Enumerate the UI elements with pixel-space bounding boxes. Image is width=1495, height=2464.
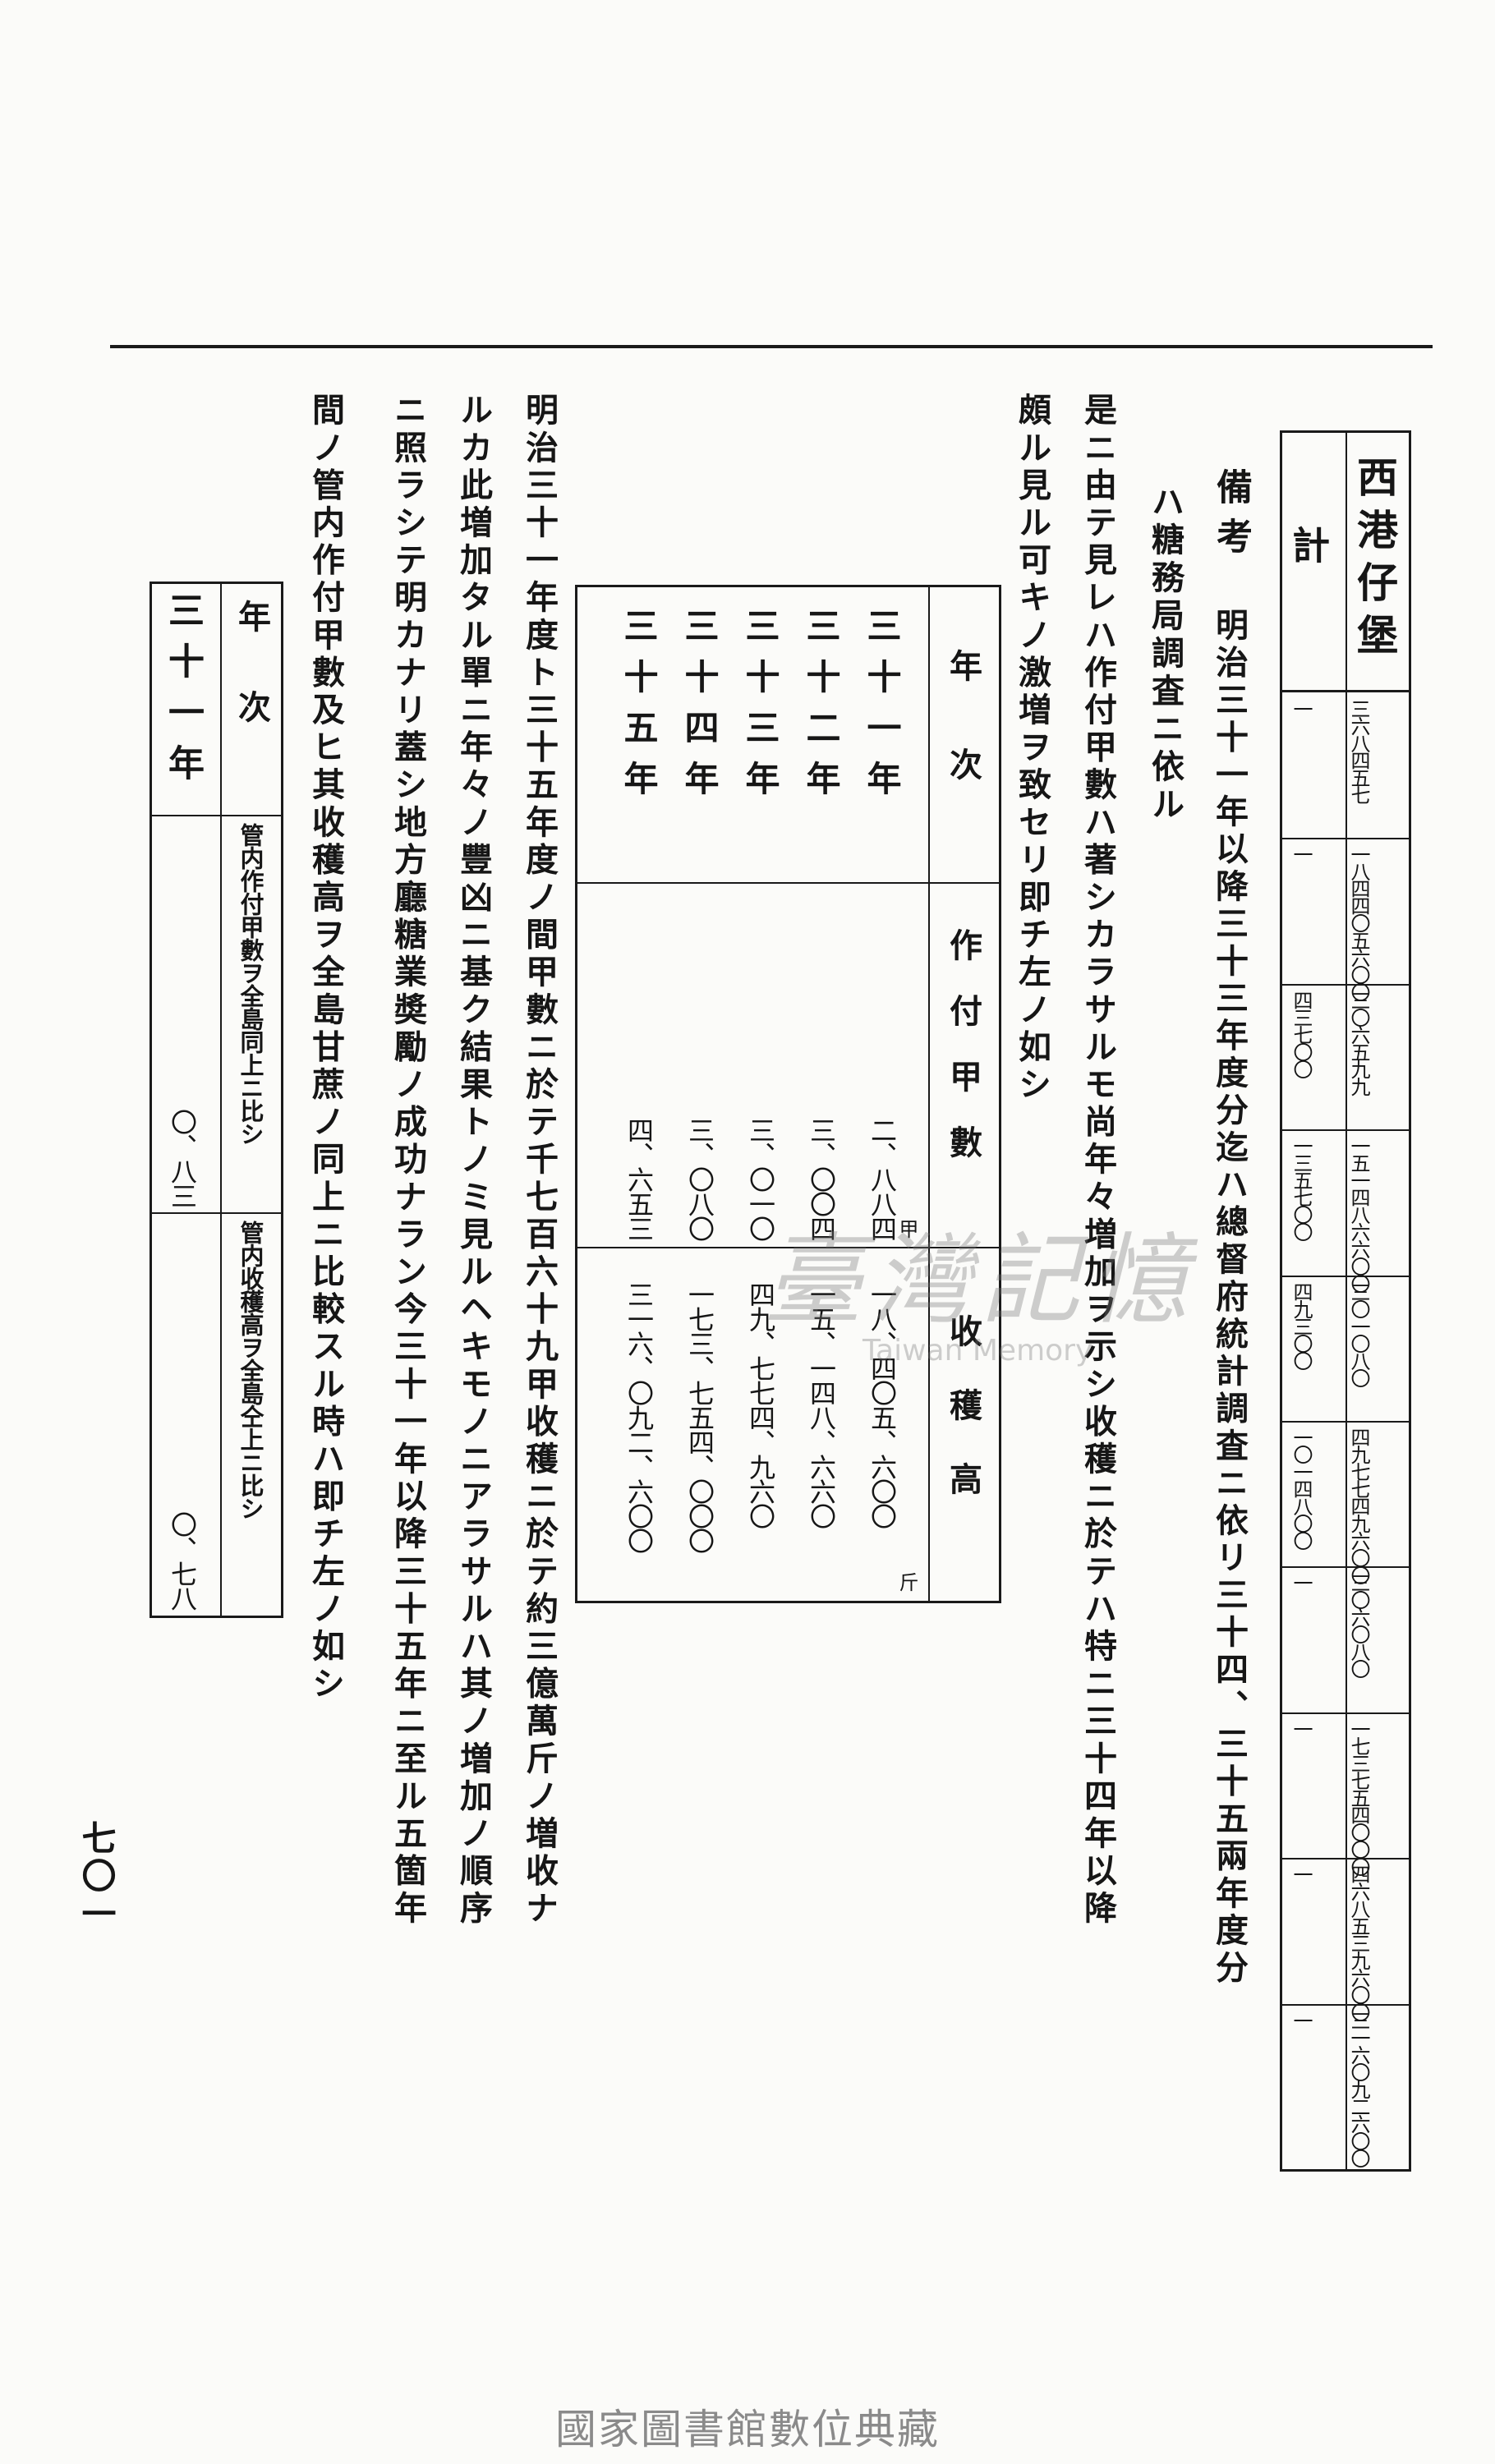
harvest-table-header-col-sep [928,585,930,1603]
top-table-row-sep [1280,1712,1411,1714]
top-table-cell-location: 一七三七五四〇〇〇 [1347,1719,1370,1874]
harvest-table-harvest: 一七三、七五四、〇〇〇 [684,1281,715,1552]
top-table-outer-right [1409,430,1411,2172]
top-table-cell-location: 三〇六五九九 [1347,991,1370,1094]
harvest-table-unit-weight: 斤 [895,1572,918,1592]
top-table-row-sep [1280,1129,1411,1131]
top-table-col-sep [1346,430,1347,2172]
ratio-table-year: 三十一年 [162,591,204,795]
top-table-row-sep [1280,1276,1411,1277]
top-table-row-sep [1280,2004,1411,2006]
paragraph-2-line: 明治三十一年度ト三十五年度ノ間甲數ニ於テ千七百六十九甲收穫ニ於テ約三億萬斤ノ増收… [520,393,559,1928]
top-table-cell-location: 三六八四五七 [1347,699,1370,802]
harvest-table-band-sep-1 [575,882,1001,884]
harvest-table-harvest: 四九、七七四、九六〇 [745,1281,776,1528]
top-table-cell-total: 一三五七〇〇 [1290,1136,1313,1239]
harvest-table-area: 三、〇八〇 [684,1117,715,1240]
top-table-cell-total: 一 [1290,2011,1313,2028]
top-table-row-sep [1280,984,1411,986]
top-table-cell-location: 四九七七四九六〇〇 [1347,1427,1370,1583]
harvest-table-area: 二、八八四 [867,1117,898,1240]
ratio-table-bottom [150,1616,283,1618]
footer-text: 國家圖書館數位典藏 [555,2406,940,2453]
remarks-label: 備考 [1210,468,1252,567]
harvest-table-area: 三、〇〇四 [806,1117,837,1240]
ratio-table-header-col-sep [220,582,222,1618]
harvest-table-header-harvest: 收穫高 [944,1314,982,1536]
page-number: 七〇一 [76,1820,117,1933]
harvest-table-unit-area: 甲 [895,1219,918,1239]
harvest-table-year: 三十一年 [862,608,902,811]
top-table-row-sep [1280,838,1411,839]
top-page-rule [110,345,1433,348]
harvest-table-harvest: 一五、一四八、六六〇 [806,1281,837,1528]
top-table-cell-total: 四三七〇〇 [1290,991,1313,1077]
ratio-table-header-area: 管内作付甲數ヲ全島同上ニ比シ [237,823,264,1145]
watermark-main-text: 臺灣記憶 [764,1224,1198,1338]
top-table-cell-total: 一 [1290,1864,1313,1882]
harvest-table-left [575,585,577,1603]
top-table-cell-total: 四九三〇〇 [1290,1282,1313,1368]
harvest-table-top [575,585,1001,587]
top-table-outer-left [1280,430,1282,2172]
ratio-table-header-year: 年次 [232,600,271,780]
remarks-text-2: ハ糖務局調査ニ依ル [1146,485,1184,825]
top-table-cell-total: 一 [1290,1719,1313,1736]
top-table-cell-total: 一 [1290,844,1313,862]
remarks-text-1: 明治三十一年以降三十三年度分迄ハ總督府統計調査ニ依リ三十四、三十五兩年度分 [1210,608,1249,1988]
top-table-cell-total: 一〇一四八〇〇 [1290,1427,1313,1548]
top-table-row-sep [1280,1858,1411,1859]
top-table-cell-location: 三一六〇九二六〇〇 [1347,2011,1370,2166]
paragraph-2-line: ニ照ラシテ明カナリ蓋シ地方廳糖業奬勵ノ成功ナラン今三十一年以降三十五年ニ至ル五箇… [389,393,427,1928]
top-table-cell-location: 三〇六〇八〇 [1347,1573,1370,1676]
harvest-table-year: 三十三年 [740,608,780,811]
watermark-logo: 臺灣記憶 Taiwan Memory [764,1232,1290,1388]
top-table-row-sep [1280,1421,1411,1423]
harvest-table-header-area: 作付甲數 [944,928,982,1191]
top-table-cell-location: 三〇一〇八〇 [1347,1282,1370,1386]
harvest-table-harvest: 三一六、〇九二、六〇〇 [623,1281,655,1552]
harvest-table-area: 四、六五三 [623,1117,655,1240]
ratio-table-top [150,582,283,584]
harvest-table-right [999,585,1001,1603]
top-table-row-sep [1280,1566,1411,1568]
ratio-table-row-sep-2 [150,1212,283,1214]
top-table-cell-total: 一 [1290,1573,1313,1590]
harvest-table-harvest: 一八、四〇五、六〇〇 [867,1281,898,1528]
harvest-table-area: 三、〇一〇 [745,1117,776,1240]
harvest-table-band-sep-2 [575,1247,1001,1248]
top-table-cell-total: 一 [1290,699,1313,716]
ratio-table-harvest-value: 〇、七八 [167,1511,198,1610]
paragraph-2-line: ルカ此増加タル單ニ年々ノ豐凶ニ基ク結果トノミ見ルヘキモノニアラサルハ其ノ増加ノ順… [454,393,493,1928]
top-table-cell-location: 一八四四〇五六〇〇 [1347,844,1370,1000]
harvest-table-year: 三十四年 [679,608,720,811]
paragraph-2-line: 間ノ管内作付甲數及ヒ其收穫高ヲ全島甘蔗ノ同上ニ比較スル時ハ即チ左ノ如シ [306,393,345,1703]
top-table-header-total: 計 [1286,526,1331,563]
top-table-header-location: 西港仔堡 [1350,456,1399,666]
ratio-table-right [281,582,283,1618]
top-table-cell-location: 一五一四八六六〇〇 [1347,1136,1370,1291]
ratio-table-area-value: 〇、八三 [167,1109,198,1207]
paragraph-1-line: 頗ル見ル可キノ激増ヲ致セリ即チ左ノ如シ [1013,393,1051,1105]
harvest-table-year: 三十五年 [619,608,659,811]
harvest-table-bottom [575,1601,1001,1603]
paragraph-1-line: 是ニ由テ見レハ作付甲數ハ著シカラサルモ尚年々増加ヲ示シ收穫ニ於テハ特ニ三十四年以… [1079,393,1117,1928]
ratio-table-header-harvest: 管内收穫高ヲ全島仝上ニ比シ [237,1221,264,1519]
ratio-table-left [150,582,152,1618]
top-table-cell-location: 四六八五三九六〇〇 [1347,1864,1370,2020]
ratio-table-row-sep-1 [150,815,283,816]
harvest-table-year: 三十二年 [801,608,841,811]
watermark-sub-text: Taiwan Memory [862,1334,1093,1368]
harvest-table-header-year: 年次 [944,649,982,846]
